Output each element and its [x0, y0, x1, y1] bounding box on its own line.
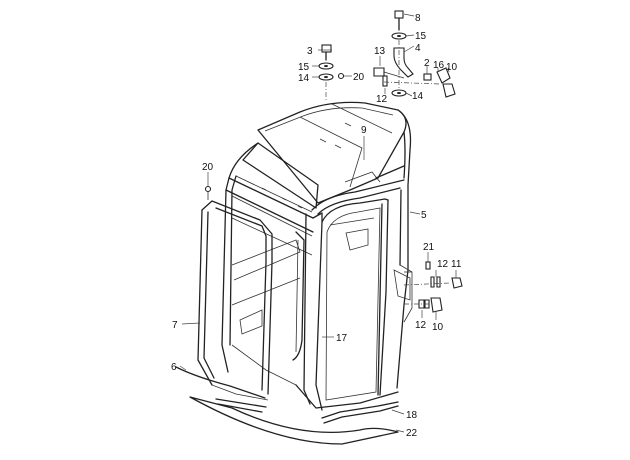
callout-15-top: 15 [415, 31, 427, 42]
lower-seals [175, 366, 399, 445]
callout-17: 17 [336, 333, 348, 344]
cab-frame-right [311, 109, 413, 389]
leader-lines [179, 13, 457, 433]
callout-12-lower: 12 [415, 320, 427, 331]
callout-20-left: 20 [202, 162, 214, 173]
callout-10-lower: 10 [432, 322, 444, 333]
callout-3: 3 [307, 46, 313, 57]
front-door-frame [295, 198, 399, 411]
callout-5: 5 [421, 210, 427, 221]
callout-21: 21 [423, 242, 435, 253]
callout-11: 11 [451, 259, 462, 270]
left-fastener [204, 185, 212, 200]
callout-14-right: 14 [412, 91, 424, 102]
callout-2: 2 [424, 58, 430, 69]
roof-panel [257, 101, 407, 204]
roof-bolt-hardware [318, 44, 345, 100]
callout-13: 13 [374, 46, 386, 57]
callout-14-left: 14 [298, 73, 310, 84]
callout-10-top: 10 [446, 62, 458, 73]
front-header-panel [228, 142, 319, 219]
callout-4: 4 [415, 43, 421, 54]
callout-8: 8 [415, 13, 421, 24]
callout-12-top: 12 [376, 94, 388, 105]
callout-15-left: 15 [298, 62, 310, 73]
callout-20-top: 20 [353, 72, 365, 83]
cab-frame-left [221, 175, 314, 386]
callout-18: 18 [406, 410, 418, 421]
callout-22: 22 [406, 428, 418, 439]
callout-16: 16 [433, 60, 445, 71]
rear-window-frame [197, 200, 305, 401]
latch-hardware-right [403, 261, 463, 313]
callout-labels: 8 15 4 3 13 15 20 2 16 10 14 12 14 9 20 … [171, 13, 462, 439]
callout-7: 7 [172, 320, 178, 331]
callout-12-right: 12 [437, 259, 449, 270]
callout-6: 6 [171, 362, 177, 373]
callout-9: 9 [361, 125, 367, 136]
